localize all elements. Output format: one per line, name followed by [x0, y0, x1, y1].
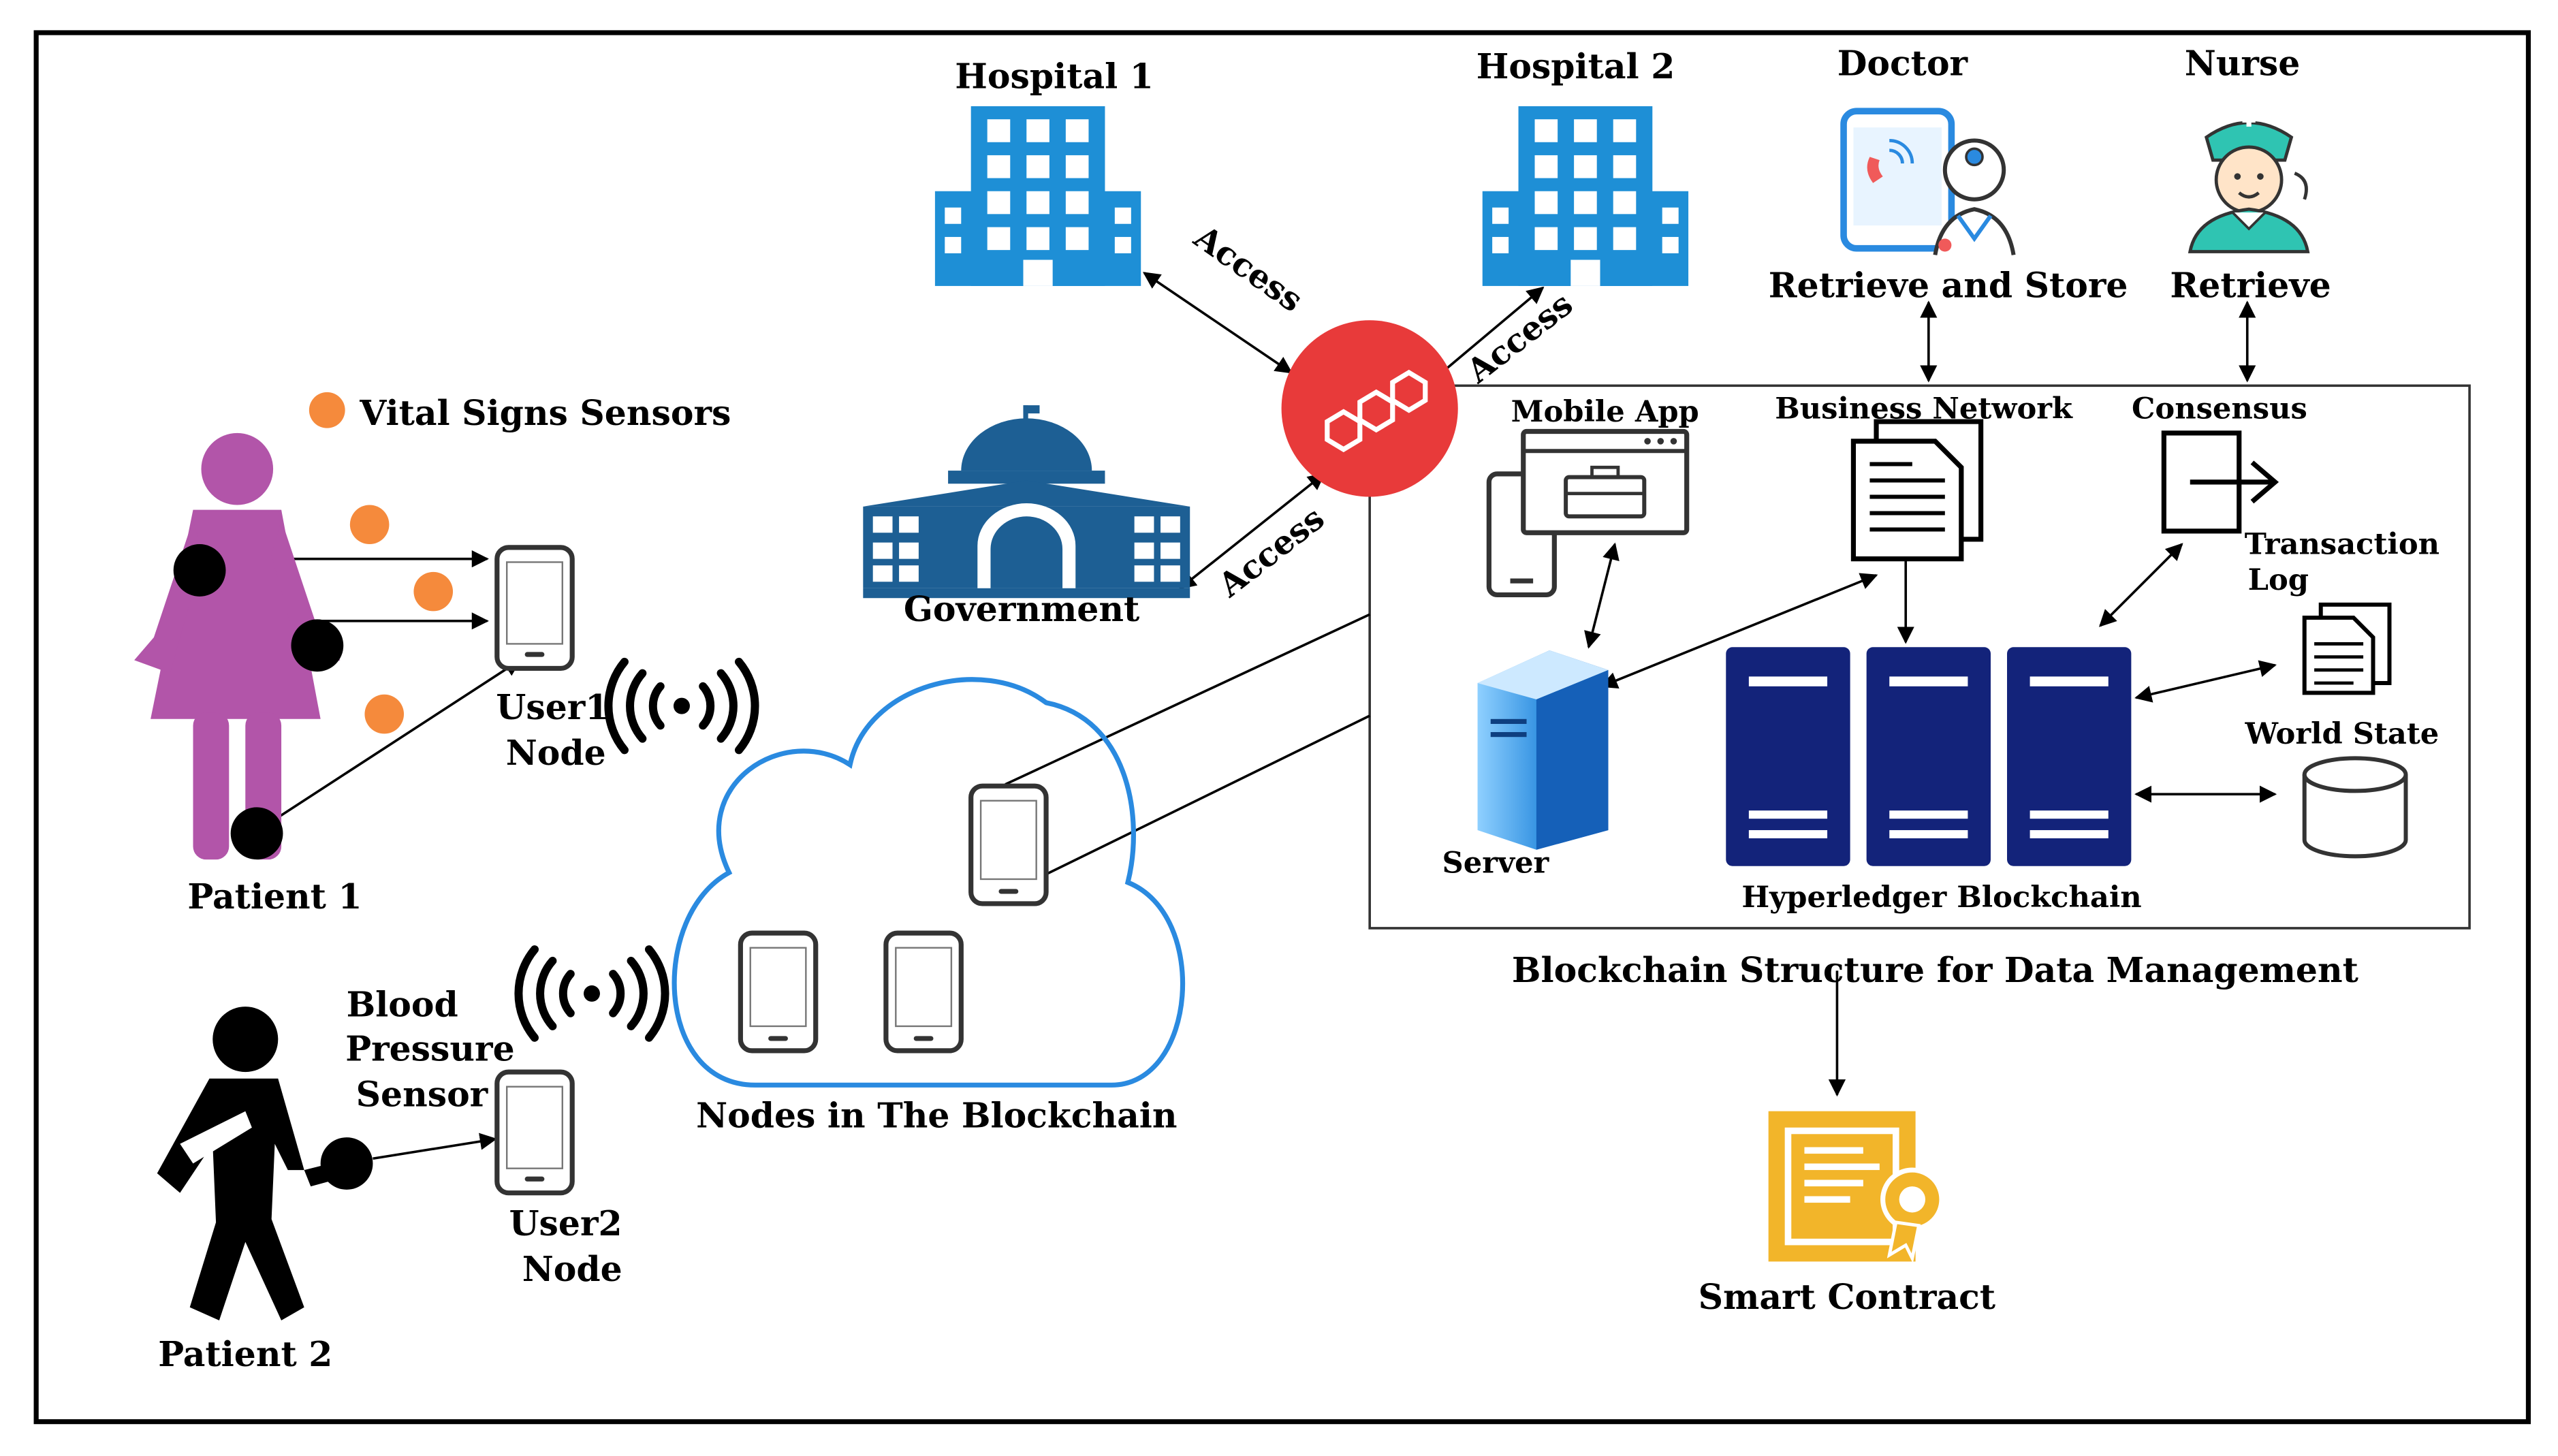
government-icon [863, 405, 1190, 599]
world-state-icon [2302, 756, 2408, 859]
cloud-phone-top [968, 783, 1049, 906]
hospital2-icon [1482, 106, 1689, 286]
hyperledger-rack-icon [1726, 647, 2132, 866]
consensus-ledger-connector [2098, 543, 2183, 627]
wireless-signal-icon [514, 945, 669, 1042]
hyperledger-label: Hyperledger Blockchain [1741, 880, 2141, 915]
smart-contract-icon [1768, 1111, 1944, 1263]
government-hub-connector [1178, 473, 1325, 590]
patient1-label: Patient 1 [187, 876, 362, 917]
user2-phone-icon [494, 1069, 575, 1196]
sensor3-phone-connector [257, 659, 522, 832]
connectors [200, 272, 2277, 1160]
transaction-log-label-line1: Transaction [2245, 526, 2439, 561]
patient2-label: Patient 2 [158, 1334, 332, 1374]
cloud-node-link-bottom [1045, 714, 1370, 876]
hospital1-label: Hospital 1 [955, 57, 1154, 97]
hospital2-label: Hospital 2 [1477, 46, 1675, 86]
bp-sensor-phone-connector [373, 1133, 497, 1160]
world-state-label: World State [2245, 716, 2439, 751]
cloud-icon [672, 677, 1185, 1088]
consensus-label: Consensus [2132, 391, 2307, 426]
doctor-icon [1840, 108, 2016, 255]
server-icon [1477, 650, 1609, 850]
sensor-legend-dot [309, 392, 345, 428]
doctor-label: Doctor [1837, 43, 1969, 83]
hospital1-hub-connector [1142, 272, 1293, 374]
blockchain-hub-icon [1281, 320, 1458, 497]
mobile-app-icon [1486, 428, 1690, 598]
sensor-signal-dot-2 [413, 571, 454, 612]
business-network-icon [1850, 419, 1984, 562]
patient1-sensor-foot [230, 807, 283, 860]
outer-frame [33, 30, 2531, 1425]
user2-node-label-line2: Node [522, 1249, 622, 1289]
consensus-icon [2161, 430, 2279, 534]
mobile-app-label: Mobile App [1511, 394, 1699, 429]
vital-signs-legend: Vital Signs Sensors [309, 392, 731, 433]
user2-node-label-line1: User2 [509, 1203, 622, 1244]
server-label: Server [1442, 845, 1550, 880]
server-businessnetwork-connector [1600, 573, 1878, 689]
wireless-signal-icon [604, 657, 759, 755]
user1-node-label-line2: Node [506, 733, 606, 773]
retrieve-label: Retrieve [2170, 266, 2331, 306]
sensor-signal-dot-1 [349, 505, 390, 545]
patient1-sensor-arm [291, 619, 344, 672]
transaction-log-icon [2302, 602, 2392, 695]
government-label: Government [904, 589, 1140, 629]
transaction-log-label-line2: Log [2248, 563, 2309, 597]
cloud-node-link-top [1005, 613, 1370, 786]
smart-contract-label: Smart Contract [1699, 1277, 1996, 1317]
sensor-signal-dot-3 [364, 694, 405, 734]
bp-sensor-label-line3: Sensor [356, 1074, 489, 1114]
nodes-in-blockchain-label: Nodes in The Blockchain [696, 1096, 1177, 1136]
blockchain-structure-label: Blockchain Structure for Data Management [1512, 950, 2359, 990]
retrieve-and-store-label: Retrieve and Store [1769, 266, 2128, 306]
vital-signs-sensors-label: Vital Signs Sensors [359, 393, 731, 433]
hospital1-icon [934, 106, 1141, 286]
bp-sensor-label-line1: Blood [347, 985, 458, 1025]
nurse-icon [2188, 113, 2310, 253]
patient1-sensor-chest [173, 544, 226, 597]
cloud-phone-left [738, 930, 819, 1054]
user1-phone-icon [494, 545, 575, 671]
patient2-bp-sensor [320, 1137, 373, 1190]
ledger-transactionlog-connector [2134, 660, 2277, 703]
user1-node-label-line1: User1 [496, 687, 609, 727]
bp-sensor-label-line2: Pressure [345, 1028, 514, 1069]
blockchain-structure-box [1368, 384, 2471, 930]
cloud-phone-right [883, 930, 964, 1054]
hospital2-hub-connector [1429, 286, 1545, 384]
nurse-label: Nurse [2185, 43, 2301, 83]
